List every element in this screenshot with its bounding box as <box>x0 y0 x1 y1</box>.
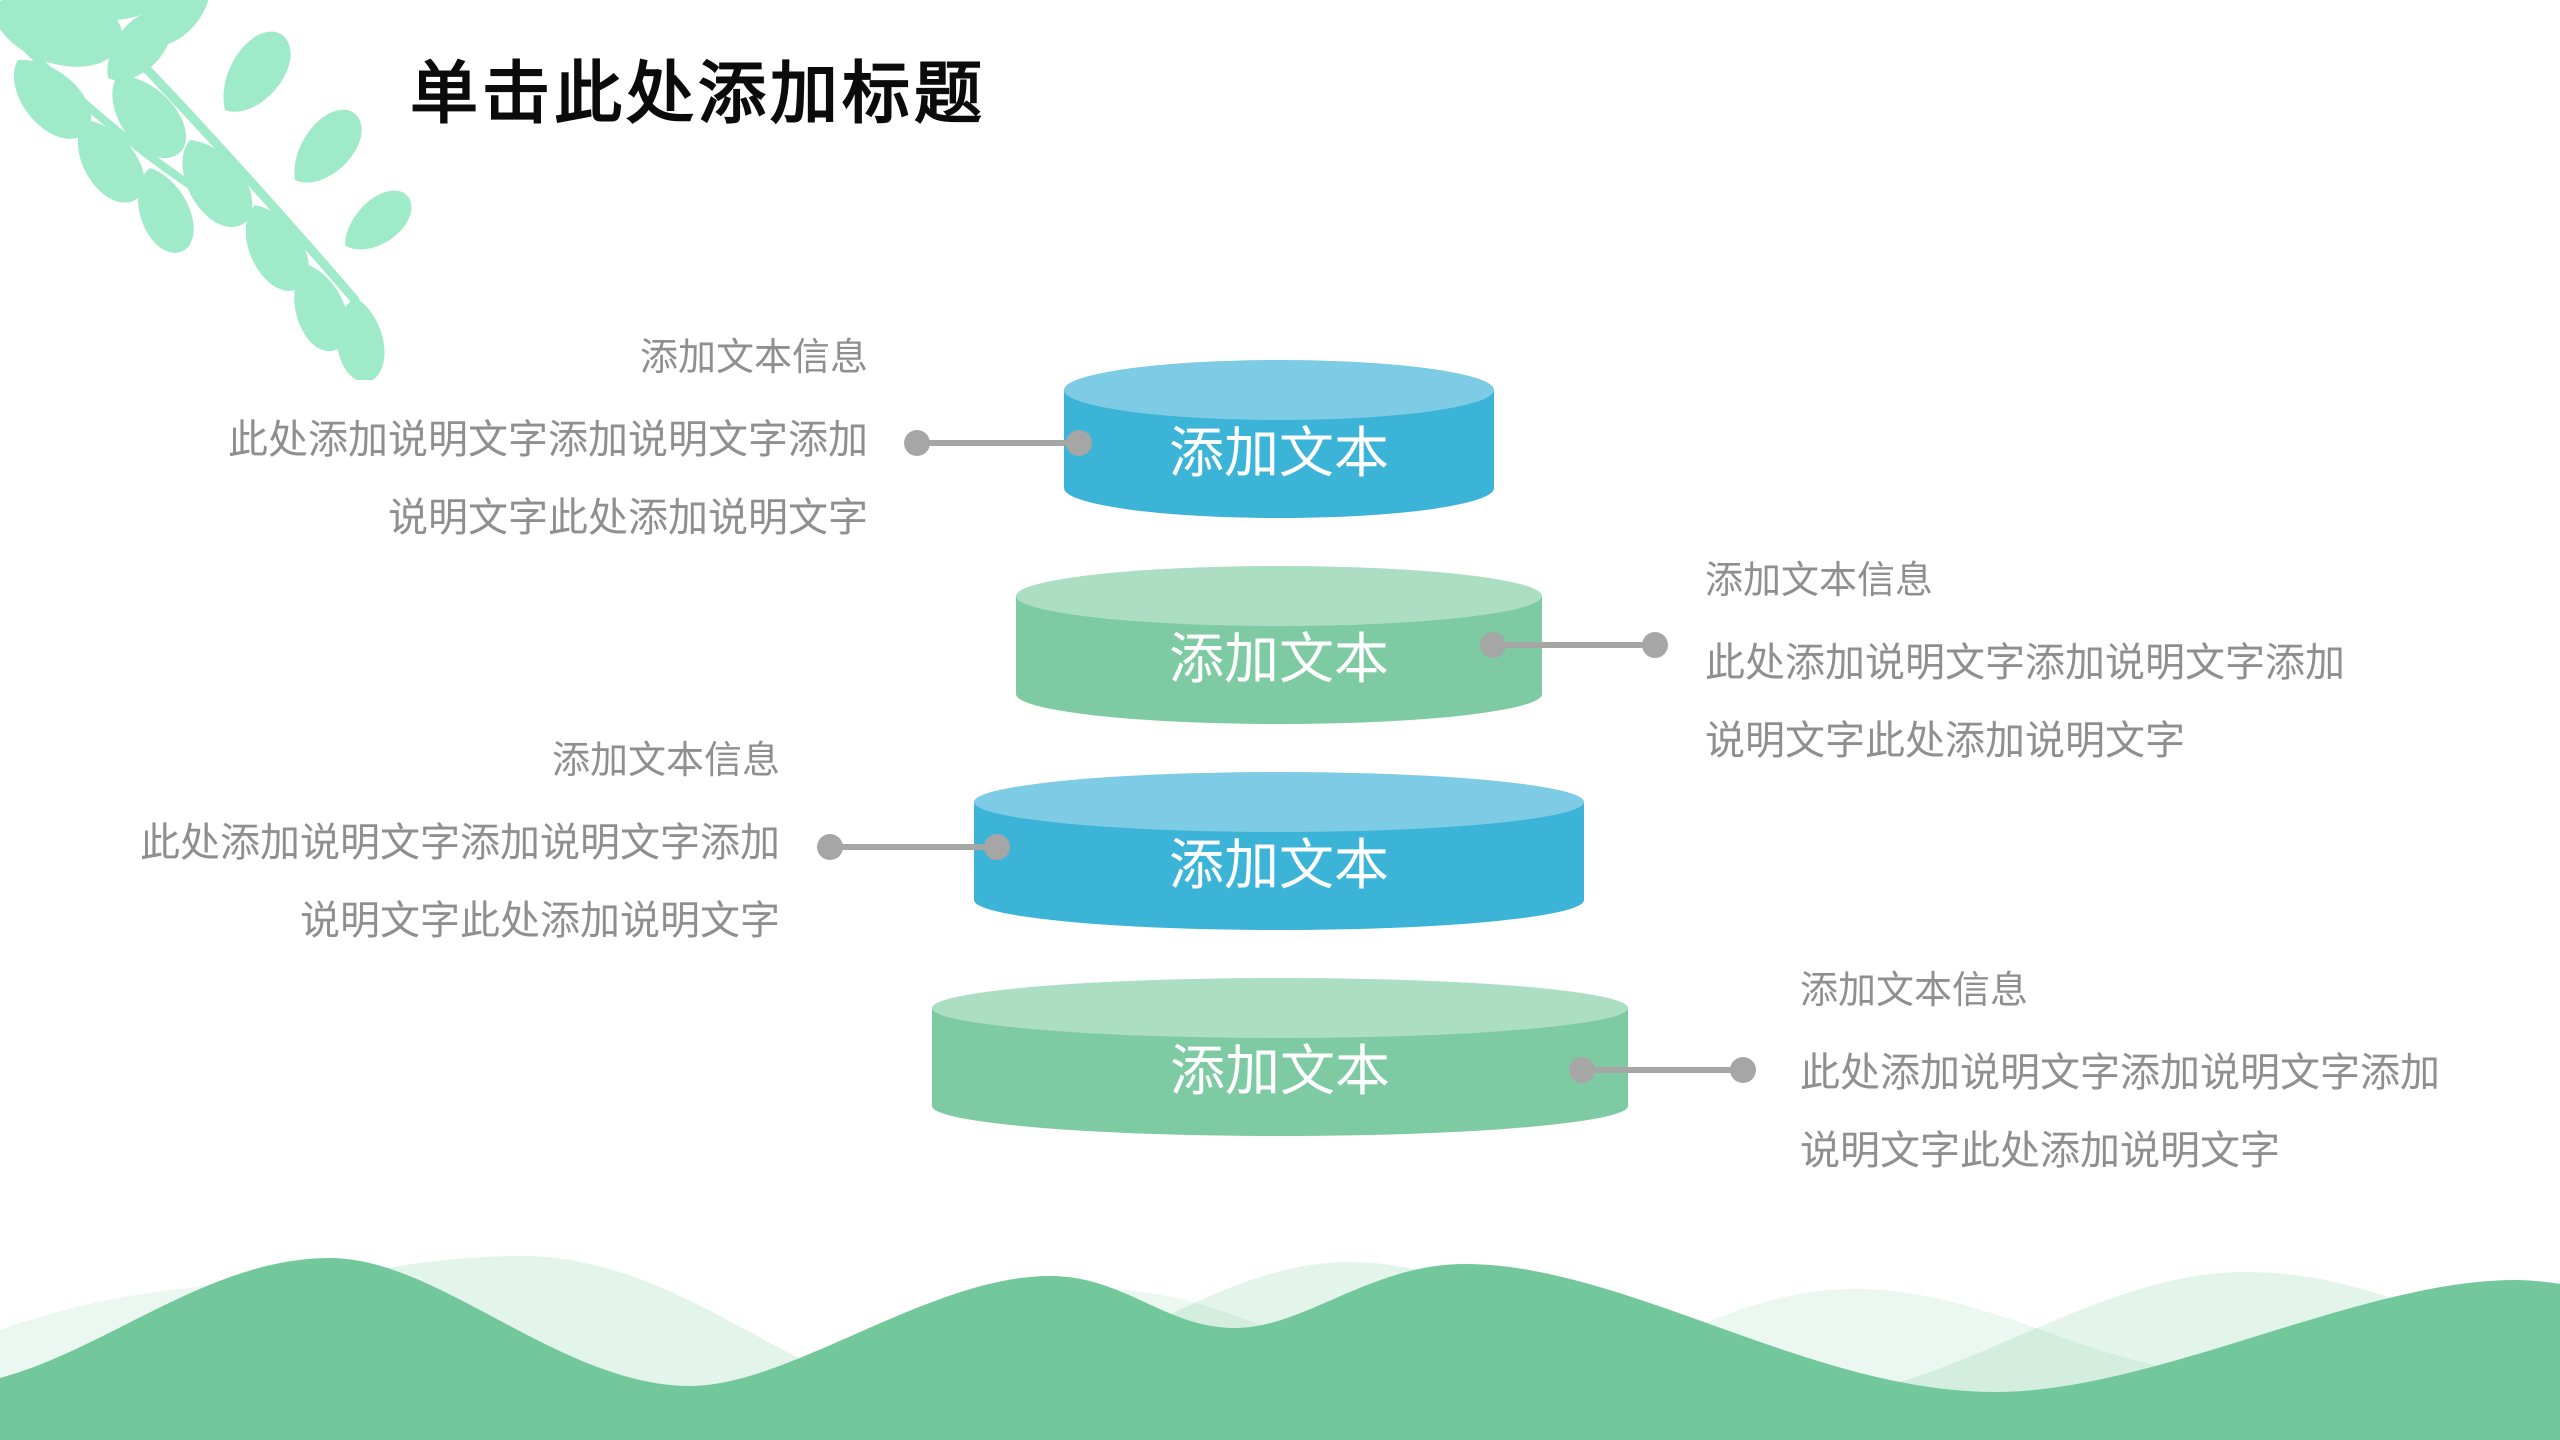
info-line: 说明文字此处添加说明文字 <box>300 899 780 943</box>
connector-dot <box>904 430 930 456</box>
connector-dot <box>984 834 1010 860</box>
info-line: 说明文字此处添加说明文字 <box>388 496 868 540</box>
info-block-2[interactable]: 添加文本信息 此处添加说明文字添加说明文字添加 说明文字此处添加说明文字 <box>1705 538 2345 780</box>
info-line: 此处添加说明文字添加说明文字添加 <box>1705 641 2345 685</box>
connector-line <box>1492 642 1656 648</box>
connector-dot <box>1569 1057 1595 1083</box>
info-line: 说明文字此处添加说明文字 <box>1705 719 2185 763</box>
cylinder-top <box>1064 360 1494 420</box>
pyramid-level-3-label: 添加文本 <box>1169 834 1389 896</box>
connector-dot <box>1730 1057 1756 1083</box>
pyramid-level-1-label: 添加文本 <box>1169 422 1389 484</box>
pyramid-level-4[interactable]: 添加文本 <box>932 978 1628 1138</box>
connector-level-3 <box>817 833 1010 861</box>
connector-level-4 <box>1569 1056 1756 1084</box>
connector-line <box>916 440 1080 446</box>
cylinder-top <box>932 978 1628 1038</box>
connector-dot <box>1642 632 1668 658</box>
connector-level-1 <box>904 429 1092 457</box>
info-block-3[interactable]: 添加文本信息 此处添加说明文字添加说明文字添加 说明文字此处添加说明文字 <box>140 718 780 960</box>
pyramid-level-2-label: 添加文本 <box>1169 628 1389 690</box>
info-line: 此处添加说明文字添加说明文字添加 <box>228 418 868 462</box>
wave-hills-decoration <box>0 1256 2560 1440</box>
info-heading: 添加文本信息 <box>639 337 868 379</box>
connector-dot <box>817 834 843 860</box>
cylinder-top <box>1016 566 1542 626</box>
slide-title-placeholder[interactable]: 单击此处添加标题 <box>410 56 987 132</box>
info-heading: 添加文本信息 <box>551 740 780 782</box>
leaf-branch-decoration <box>0 0 423 380</box>
pyramid-level-4-label: 添加文本 <box>1170 1040 1390 1102</box>
connector-line <box>1581 1067 1744 1073</box>
info-line: 此处添加说明文字添加说明文字添加 <box>140 821 780 865</box>
info-block-4[interactable]: 添加文本信息 此处添加说明文字添加说明文字添加 说明文字此处添加说明文字 <box>1800 948 2440 1190</box>
info-heading: 添加文本信息 <box>1705 560 1934 602</box>
connector-dot <box>1066 430 1092 456</box>
pyramid-level-3[interactable]: 添加文本 <box>974 772 1584 932</box>
info-block-1[interactable]: 添加文本信息 此处添加说明文字添加说明文字添加 说明文字此处添加说明文字 <box>228 315 868 557</box>
info-heading: 添加文本信息 <box>1800 970 2029 1012</box>
info-line: 说明文字此处添加说明文字 <box>1800 1129 2280 1173</box>
connector-dot <box>1480 632 1506 658</box>
connector-level-2 <box>1480 631 1668 659</box>
info-line: 此处添加说明文字添加说明文字添加 <box>1800 1051 2440 1095</box>
wave-solid <box>0 1258 2560 1440</box>
cylinder-top <box>974 772 1584 832</box>
connector-line <box>829 844 998 850</box>
pyramid-level-2[interactable]: 添加文本 <box>1016 566 1542 726</box>
pyramid-level-1[interactable]: 添加文本 <box>1064 360 1494 520</box>
